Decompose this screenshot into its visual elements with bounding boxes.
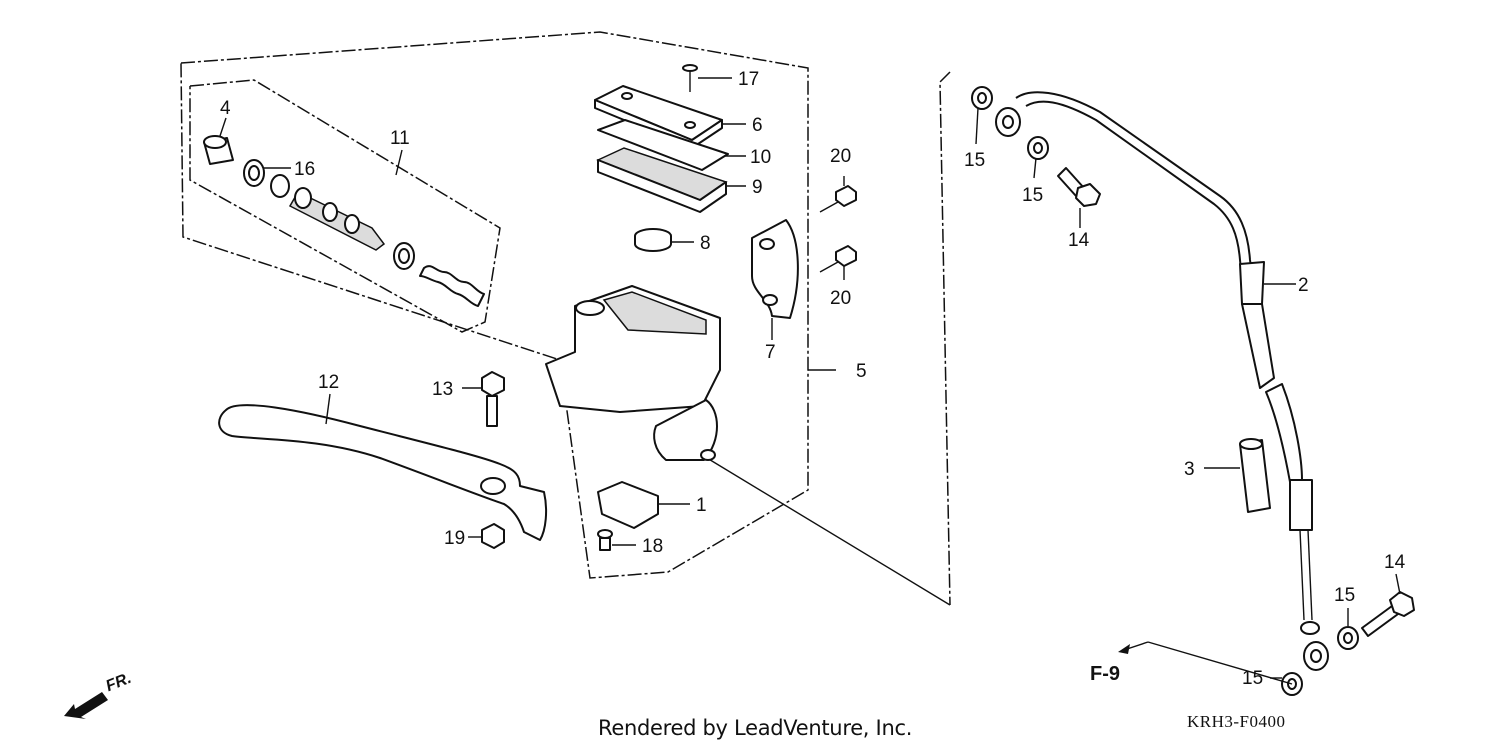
label-part-1: 1 [696,495,707,516]
master-cylinder-body[interactable] [545,285,836,461]
diagram-code: KRH3-F0400 [1187,712,1286,731]
assembly-15-frame [701,71,951,606]
label-part-5: 5 [856,361,867,382]
part-15-washer-c[interactable] [1337,608,1359,650]
front-arrow-icon [64,692,108,719]
label-part-11: 11 [390,128,410,149]
part-14-banjo-bolt-upper[interactable] [1057,167,1101,228]
part-12-brake-lever[interactable] [218,393,548,541]
label-part-3: 3 [1184,459,1195,480]
label-part-15-a: 15 [964,150,985,171]
leader-11 [395,149,403,176]
label-part-16: 16 [294,159,315,180]
part-8-float[interactable] [634,228,694,252]
label-part-7: 7 [765,342,776,363]
label-part-4: 4 [220,98,231,119]
part-13-pivot-bolt[interactable] [462,371,505,427]
part-16-circlip[interactable] [243,159,291,187]
part-1-brake-switch[interactable] [597,481,690,529]
label-part-10: 10 [750,147,771,168]
reference-page-label[interactable]: F-9 [1090,663,1120,685]
assembly-11-frame [189,79,501,333]
label-part-8: 8 [700,233,711,254]
part-7-lever-holder[interactable] [751,219,799,340]
label-part-19: 19 [444,528,465,549]
label-part-13: 13 [432,379,453,400]
label-part-18: 18 [642,536,663,557]
part-18-screw[interactable] [597,529,636,551]
part-15-washer-d[interactable] [1270,672,1303,696]
part-20-bolt-upper[interactable] [819,176,857,213]
label-part-15-d: 15 [1242,668,1263,689]
part-2-brake-hose[interactable] [1015,91,1329,671]
part-3-hose-clamp[interactable] [1204,438,1271,513]
label-part-6: 6 [752,115,763,136]
part-15-washer-b[interactable] [1027,136,1049,179]
part-15-washer-a[interactable] [971,86,993,145]
piston-assembly[interactable] [270,174,485,307]
label-part-12: 12 [318,372,339,393]
part-4-cup[interactable] [203,117,234,165]
label-part-20-upper: 20 [830,146,851,167]
label-part-14-upper: 14 [1068,230,1090,251]
part-17-screw[interactable] [682,64,732,92]
part-20-bolt-lower[interactable] [819,245,857,280]
front-direction-marker: FR. [62,670,134,727]
upper-banjo-fitting[interactable] [995,107,1021,137]
label-part-20-lower: 20 [830,288,851,309]
label-part-15-c: 15 [1334,585,1355,606]
label-part-9: 9 [752,177,763,198]
part-6-reservoir-cap[interactable] [594,85,746,149]
label-part-2: 2 [1298,275,1309,296]
label-part-15-b: 15 [1022,185,1043,206]
assembly-5-frame [180,31,809,579]
render-credit: Rendered by LeadVenture, Inc. [598,716,913,740]
part-10-diaphragm-plate[interactable] [597,119,746,171]
part-14-banjo-bolt-lower[interactable] [1361,573,1415,637]
reference-arrow-f9 [1118,641,1293,685]
part-19-nut[interactable] [468,523,505,549]
part-9-diaphragm[interactable] [596,147,746,213]
label-part-17: 17 [738,69,759,90]
label-part-14-lower: 14 [1384,552,1406,573]
